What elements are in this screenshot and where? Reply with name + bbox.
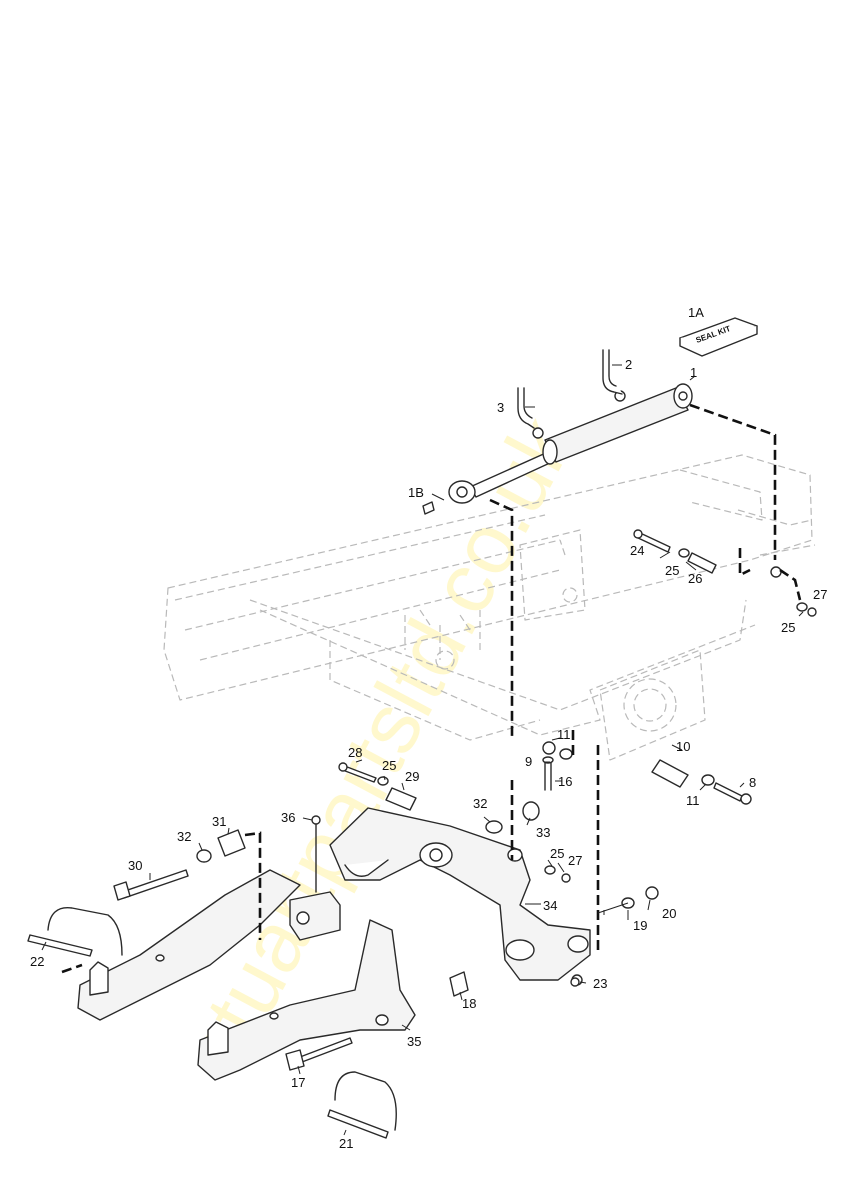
axle-support-bracket [329, 807, 591, 986]
label-28: 28 [348, 745, 362, 760]
label-35: 35 [407, 1034, 421, 1049]
label-1A: 1A [688, 305, 704, 320]
seal-kit-box: SEAL KIT [679, 317, 758, 357]
label-20: 20 [662, 906, 676, 921]
label-24: 24 [630, 543, 644, 558]
label-2: 2 [625, 357, 632, 372]
label-1: 1 [690, 365, 697, 380]
pivot-hardware [485, 741, 752, 834]
label-8: 8 [749, 775, 756, 790]
label-27-b: 27 [568, 853, 582, 868]
lower-link-arm-right [197, 919, 416, 1081]
alignment-lines [61, 403, 802, 974]
label-11-a: 11 [557, 727, 571, 742]
label-1B: 1B [408, 485, 424, 500]
centre-pivot-block [289, 815, 341, 941]
label-22: 22 [30, 954, 44, 969]
label-18: 18 [462, 996, 476, 1011]
label-11-b: 11 [686, 793, 700, 808]
label-25-d: 25 [550, 846, 564, 861]
label-25-a: 25 [665, 563, 679, 578]
linch-pins [27, 906, 397, 1139]
label-9: 9 [525, 754, 532, 769]
label-27-a: 27 [813, 587, 827, 602]
label-31: 31 [212, 814, 226, 829]
frame-mount-hardware [633, 529, 817, 617]
label-16: 16 [558, 774, 572, 789]
label-33: 33 [536, 825, 550, 840]
label-25-c: 25 [382, 758, 396, 773]
label-36: 36 [281, 810, 295, 825]
ghost-frame [163, 454, 816, 761]
label-21: 21 [339, 1136, 353, 1151]
label-17: 17 [291, 1075, 305, 1090]
label-29: 29 [405, 769, 419, 784]
label-3: 3 [497, 400, 504, 415]
hydraulic-cylinder [422, 383, 693, 515]
hydraulic-hoses [517, 349, 623, 429]
label-30: 30 [128, 858, 142, 873]
label-34: 34 [543, 898, 557, 913]
leader-lines [41, 364, 804, 1136]
part-labels: 1A 1 2 3 1B 24 25 26 27 25 11 9 10 16 8 … [30, 305, 827, 1151]
label-26: 26 [688, 571, 702, 586]
label-32-b: 32 [177, 829, 191, 844]
label-25-b: 25 [781, 620, 795, 635]
label-23: 23 [593, 976, 607, 991]
pivot-pin [338, 762, 417, 811]
label-10: 10 [676, 739, 690, 754]
label-19: 19 [633, 918, 647, 933]
label-32-a: 32 [473, 796, 487, 811]
